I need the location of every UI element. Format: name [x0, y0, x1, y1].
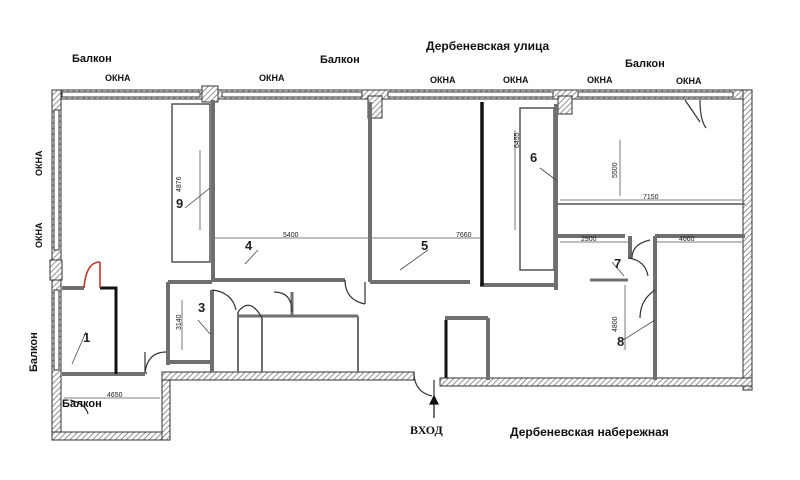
dimension-label: 3140	[176, 314, 183, 330]
window-openings	[53, 91, 734, 371]
room-number: 5	[421, 238, 429, 253]
dimension-label: 4650	[107, 392, 123, 399]
street-bottom-label: Дербеневская набережная	[510, 425, 669, 439]
window-label: ОКНА	[676, 76, 702, 86]
room-leaders	[71, 167, 656, 365]
entrance-label: ВХОД	[410, 423, 443, 437]
street-top-label: Дербеневская улица	[426, 39, 550, 53]
window-label: ОКНА	[587, 75, 613, 85]
room-number: 3	[198, 300, 206, 315]
room-number: 9	[176, 196, 184, 211]
dimension-label: 4876	[176, 176, 183, 192]
dimension-lines	[64, 130, 742, 399]
window-label-vertical: ОКНА	[34, 150, 44, 177]
dimension-label: 5400	[283, 232, 299, 239]
dimension-label: 2900	[581, 236, 597, 243]
dimension-label: 7150	[643, 194, 659, 201]
dimension-label: 4800	[612, 316, 619, 332]
dimension-label: 5500	[612, 162, 619, 178]
balcony-label: Балкон	[62, 398, 102, 410]
window-label: ОКНА	[105, 73, 131, 83]
interior-walls	[62, 100, 745, 380]
room-number: 4	[245, 238, 253, 253]
room-number: 6	[530, 150, 538, 165]
window-label: ОКНА	[430, 75, 456, 85]
window-label-vertical: ОКНА	[34, 222, 44, 249]
dimension-label: 6455	[514, 132, 521, 148]
dimension-label: 4660	[679, 236, 695, 243]
room-number: 1	[83, 330, 91, 345]
window-label: ОКНА	[259, 73, 285, 83]
outer-walls	[49, 85, 753, 441]
balcony-label: Балкон	[625, 58, 665, 70]
balcony-label: Балкон	[72, 53, 112, 65]
balcony-label-vertical: Балкон	[28, 332, 40, 372]
room-number: 8	[617, 334, 625, 349]
dimension-label: 7660	[456, 232, 472, 239]
door-swings	[69, 99, 707, 415]
balcony-label: Балкон	[320, 54, 360, 66]
entrance-arrow	[429, 394, 439, 418]
room-number: 7	[614, 256, 622, 271]
window-label: ОКНА	[503, 75, 529, 85]
new-partitions	[100, 102, 484, 378]
